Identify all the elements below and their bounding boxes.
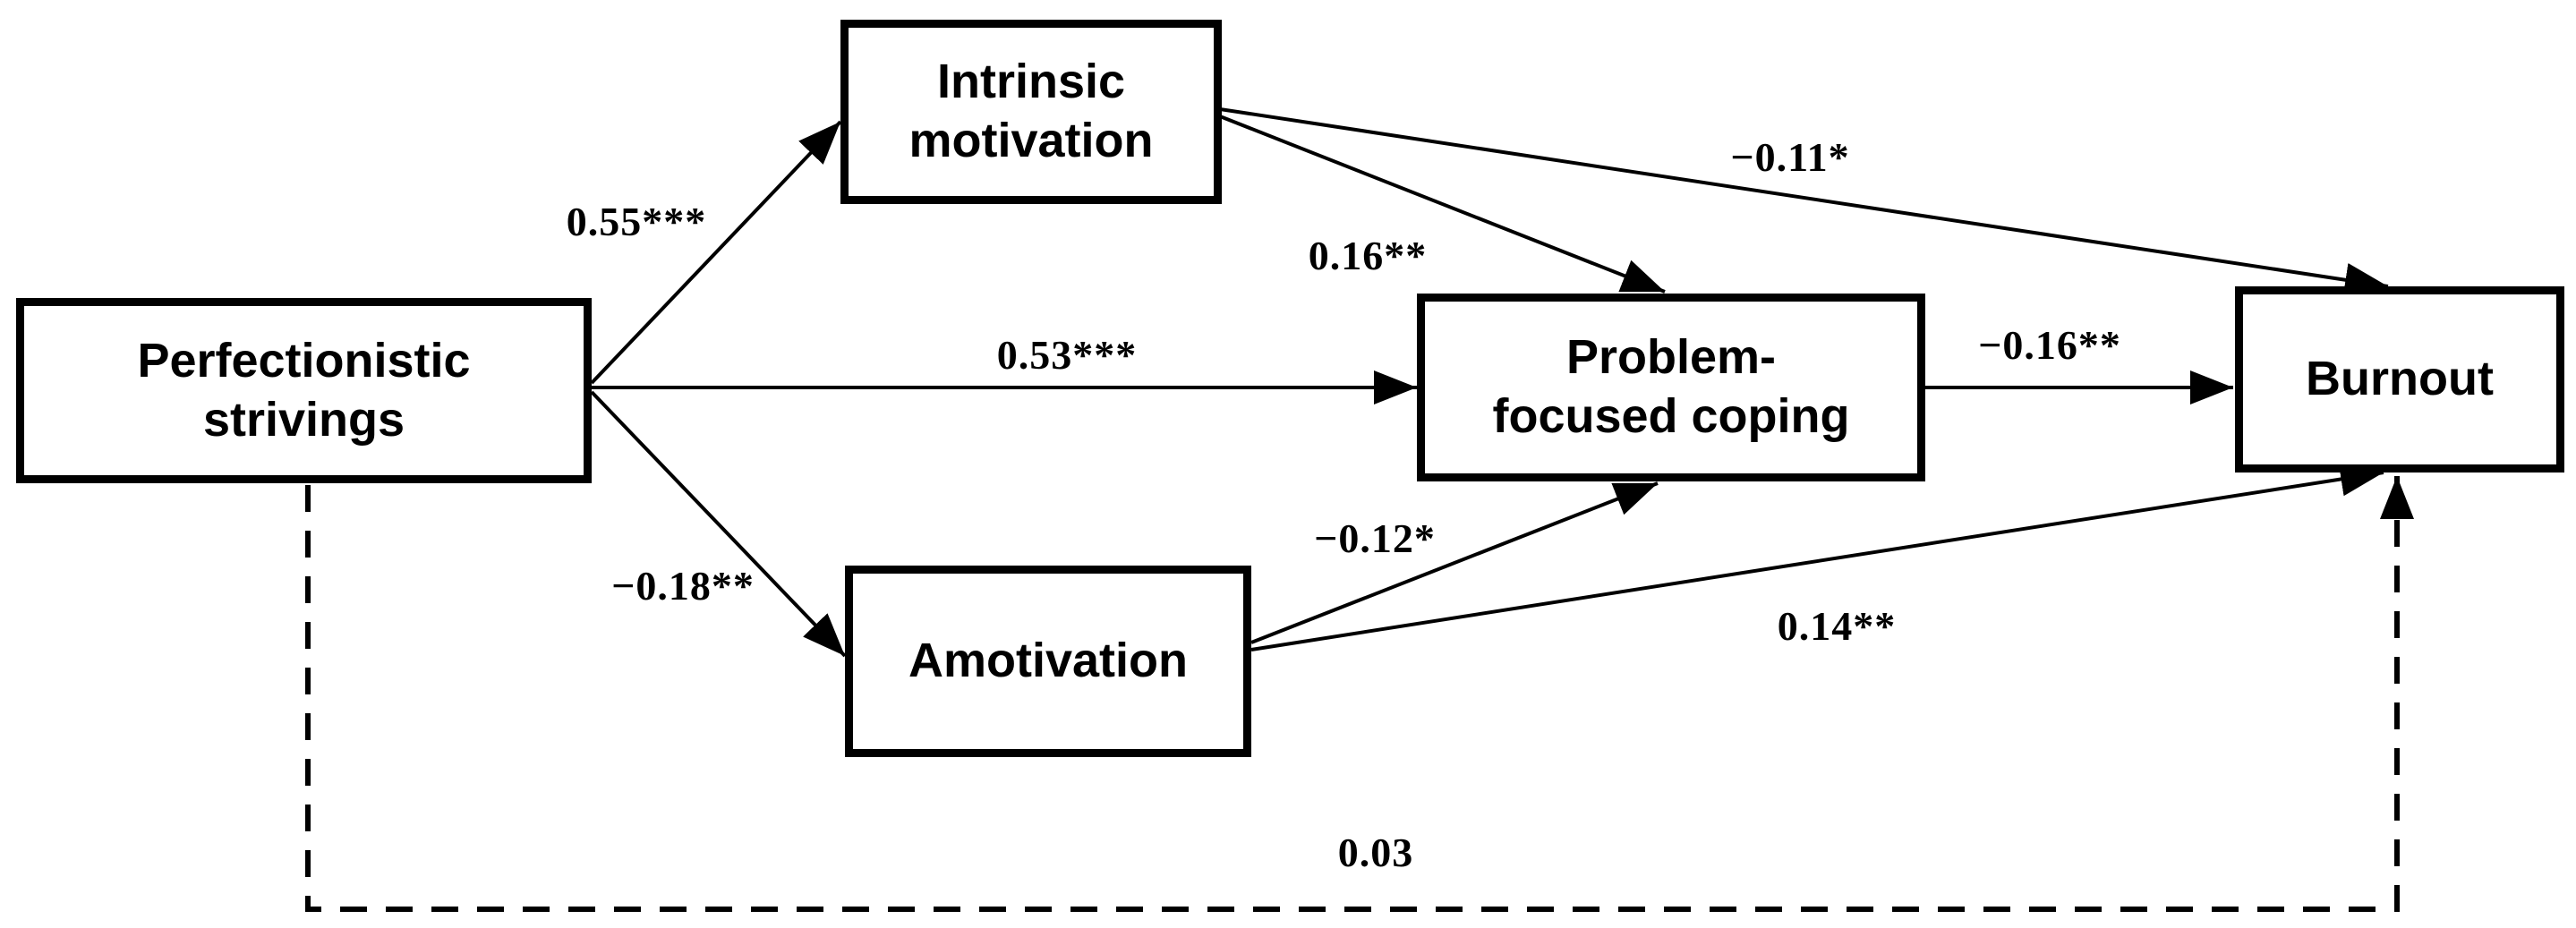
arrow-amotivation-to-problem-focused-coping bbox=[1250, 481, 1659, 644]
arrow-ps-to-amotivation bbox=[590, 390, 847, 658]
coefficient-amotivation-to-problem-focused-coping: −0.12* bbox=[1314, 515, 1436, 561]
coefficient-amotivation-to-burnout: 0.14** bbox=[1777, 603, 1897, 649]
coefficient-ps-to-problem-focused-coping: 0.53*** bbox=[996, 332, 1138, 378]
arrow-ps-to-intrinsic-motivation bbox=[590, 120, 842, 385]
node-intrinsic-motivation: Intrinsic motivation bbox=[840, 20, 1222, 204]
node-burnout: Burnout bbox=[2235, 286, 2564, 473]
coefficient-problem-focused-coping-to-burnout: −0.16** bbox=[1978, 322, 2121, 368]
coefficient-intrinsic-motivation-to-burnout: −0.11* bbox=[1730, 134, 1850, 180]
arrow-intrinsic-motivation-to-burnout bbox=[1219, 107, 2389, 297]
arrow-ps-to-burnout-dashed bbox=[305, 476, 2414, 912]
coefficient-intrinsic-motivation-to-problem-focused-coping: 0.16** bbox=[1308, 233, 1428, 278]
coefficient-ps-to-burnout-direct: 0.03 bbox=[1337, 830, 1414, 875]
node-perfectionistic-strivings: Perfectionistic strivings bbox=[16, 298, 592, 483]
arrow-amotivation-to-burnout bbox=[1250, 462, 2384, 651]
coefficient-ps-to-amotivation: −0.18** bbox=[611, 563, 755, 609]
node-problem-focused-coping: Problem- focused coping bbox=[1417, 294, 1925, 481]
arrow-intrinsic-motivation-to-problem-focused-coping bbox=[1219, 115, 1666, 294]
coefficient-ps-to-intrinsic-motivation: 0.55*** bbox=[566, 199, 707, 244]
node-amotivation: Amotivation bbox=[845, 566, 1251, 757]
